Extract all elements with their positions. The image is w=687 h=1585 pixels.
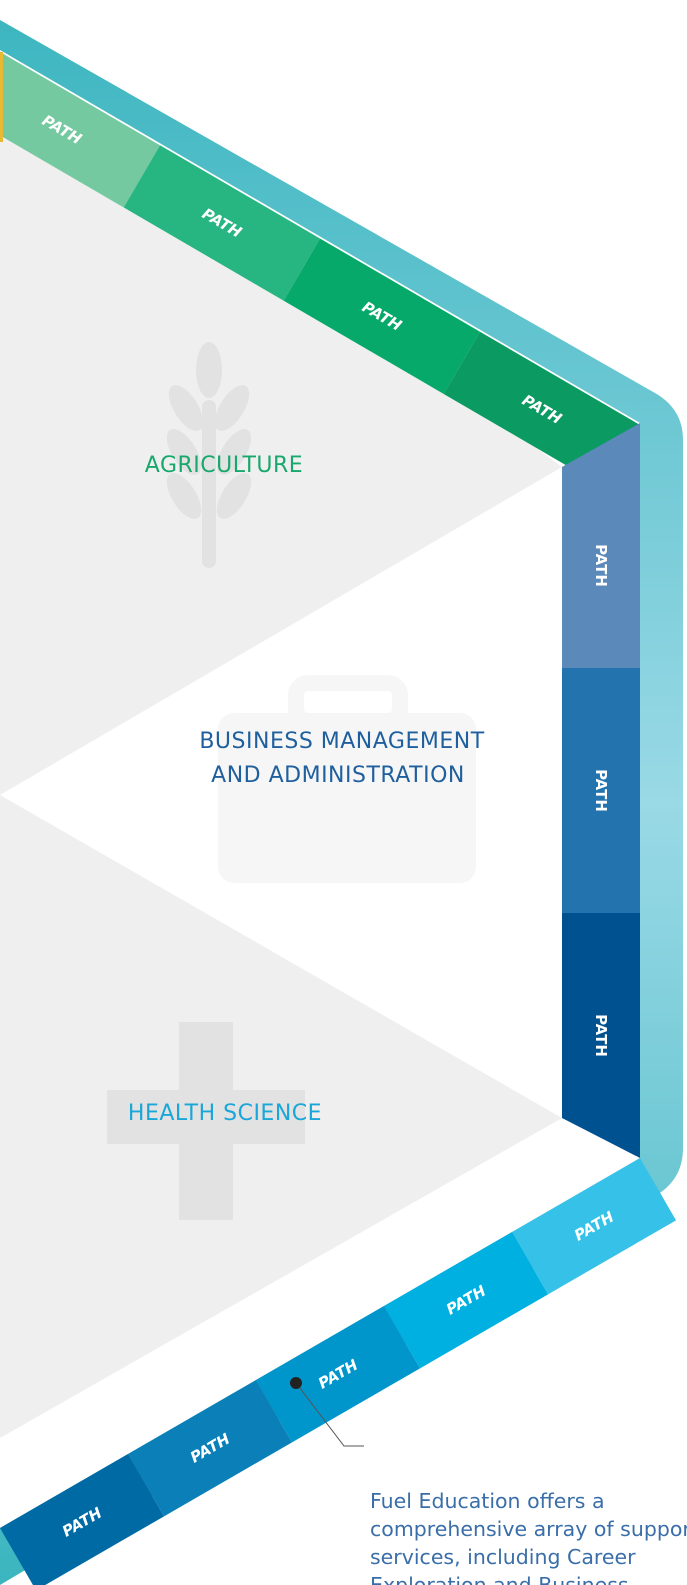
bottom-segment-3[interactable] — [256, 1306, 421, 1443]
agriculture-sector — [0, 50, 562, 795]
agriculture-label: AGRICULTURE — [145, 453, 303, 478]
bottom-segment-2[interactable] — [384, 1232, 549, 1369]
right-segment-2[interactable] — [562, 668, 640, 913]
right-path-label-1: PATH — [592, 544, 610, 587]
right-path-label-3: PATH — [592, 1014, 610, 1057]
health-science-label: HEALTH SCIENCE — [128, 1101, 322, 1126]
business-label-line1: BUSINESS MANAGEMENT — [199, 729, 484, 754]
wheat-icon — [166, 342, 252, 568]
top-segment-4[interactable] — [443, 331, 640, 488]
top-segment-1[interactable] — [0, 52, 160, 208]
right-path-label-2: PATH — [592, 769, 610, 812]
top-segment-2[interactable] — [123, 145, 321, 301]
bottom-segment-4[interactable] — [128, 1380, 293, 1517]
top-segment-3[interactable] — [283, 238, 480, 394]
callout-dot — [290, 1377, 302, 1389]
callout-leader-line — [295, 1382, 364, 1447]
right-path-segments: PATH PATH PATH — [562, 423, 640, 1158]
medical-cross-icon — [107, 1022, 305, 1220]
right-segment-1[interactable] — [562, 423, 640, 668]
bottom-segment-5[interactable] — [0, 1454, 165, 1585]
briefcase-icon — [218, 675, 476, 883]
business-label-line2: AND ADMINISTRATION — [211, 763, 465, 788]
right-segment-3[interactable] — [562, 913, 640, 1158]
top-left-accent — [0, 52, 3, 142]
callout-text: Fuel Education offers a comprehensive ar… — [370, 1489, 687, 1585]
bottom-segment-1[interactable] — [512, 1158, 677, 1295]
